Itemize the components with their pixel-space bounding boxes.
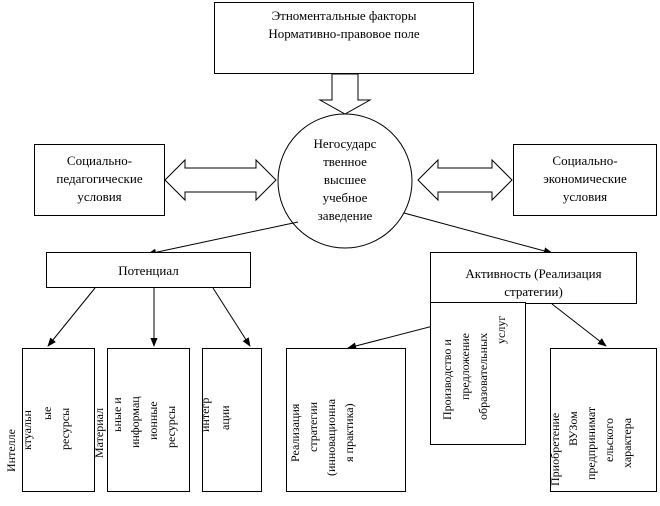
circle-line3: высшее xyxy=(323,172,367,187)
center-circle xyxy=(277,113,413,249)
acquisition-line2: ВУЗом xyxy=(566,411,580,446)
top-box xyxy=(214,2,474,74)
right-double-block-arrow xyxy=(417,158,513,202)
left-box-line3: условия xyxy=(77,189,122,204)
acquisition-line1: Приобретение xyxy=(548,412,562,486)
material-line4: ионные xyxy=(146,401,160,440)
circle-line5: заведение xyxy=(317,208,373,223)
production-box xyxy=(430,302,526,445)
left-box xyxy=(34,144,165,216)
acquisition-line4: ельского xyxy=(602,418,616,462)
top-box-line2: Нормативно-правовое поле xyxy=(268,26,420,41)
acquisition-line3: предпринимат xyxy=(584,406,598,480)
activity-box xyxy=(430,252,637,304)
potential-box xyxy=(46,252,251,288)
material-line5: ресурсы xyxy=(164,405,178,448)
activity-line2: стратегии) xyxy=(504,284,563,299)
circle-line4: учебное xyxy=(322,190,368,205)
circle-line2: твенное xyxy=(323,154,367,169)
left-box-line1: Социально- xyxy=(66,153,133,168)
arrow-circle-to-potential xyxy=(147,221,299,256)
intellectual-line3: ые xyxy=(40,406,54,420)
production-line1: Производство и xyxy=(440,339,454,420)
intellectual-resources-box xyxy=(22,348,95,492)
intellectual-line2: ктуальн xyxy=(20,410,34,450)
left-double-block-arrow xyxy=(164,158,277,202)
integration-line1: интегр xyxy=(198,397,212,432)
production-line3: образовательных xyxy=(476,332,490,420)
right-box xyxy=(513,144,657,216)
strategy-line1: Реализация xyxy=(288,403,302,462)
intellectual-line1: Интелле xyxy=(4,429,18,472)
acquisition-box xyxy=(550,348,657,492)
right-box-line1: Социально- xyxy=(552,153,618,168)
strategy-line2: стратегии xyxy=(306,401,320,452)
circle-line1: Негосударс xyxy=(313,136,377,151)
potential-label: Потенциал xyxy=(118,263,179,278)
strategy-implementation-box xyxy=(286,348,406,492)
intellectual-line4: ресурсы xyxy=(58,407,72,450)
activity-line1: Активность (Реализация xyxy=(465,266,602,281)
arrow-activity-to-acquisition xyxy=(551,303,607,347)
production-line4: услуг xyxy=(494,315,508,344)
material-resources-box xyxy=(107,348,190,492)
integration-line2: ации xyxy=(218,405,232,430)
material-line2: ьные и xyxy=(110,397,124,432)
right-box-line2: экономические xyxy=(543,171,627,186)
strategy-line4: я практика) xyxy=(342,403,356,462)
material-line3: информац xyxy=(128,396,142,448)
right-box-line3: условия xyxy=(562,189,608,204)
arrow-circle-to-activity xyxy=(403,212,553,255)
acquisition-line5: характера xyxy=(620,417,634,468)
left-box-line2: педагогические xyxy=(56,171,143,186)
production-line2: предложение xyxy=(458,332,472,400)
integration-box xyxy=(202,348,262,492)
material-line1: Материал xyxy=(92,407,106,458)
down-block-arrow xyxy=(318,73,372,115)
arrow-potential-to-intellectual xyxy=(47,287,96,347)
strategy-line3: (инновационна xyxy=(324,398,338,476)
arrow-potential-to-integration xyxy=(212,287,251,347)
top-box-line1: Этноментальные факторы xyxy=(271,8,417,23)
